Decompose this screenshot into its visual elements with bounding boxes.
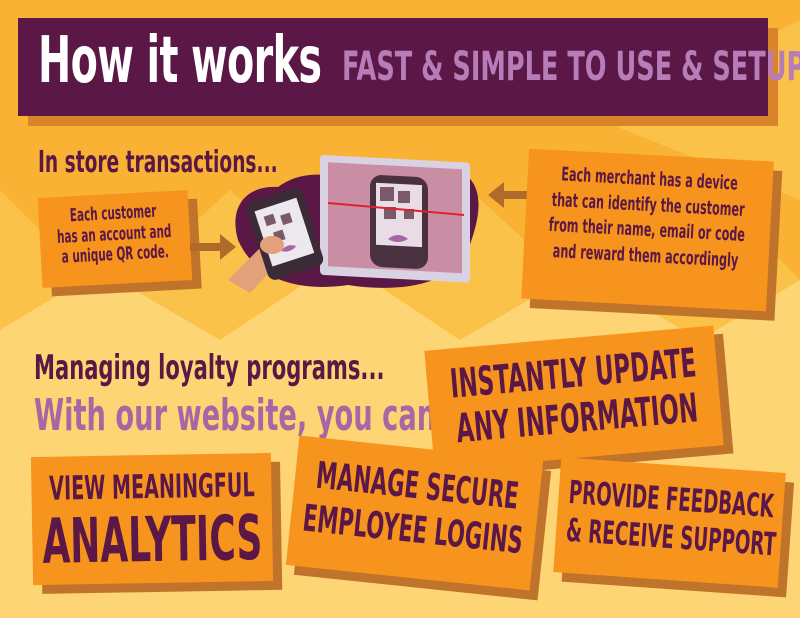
instantly-update-text: INSTANTLY UPDATE ANY INFORMATION [448, 340, 700, 453]
merchant-info-box: Each merchant has a device that can iden… [521, 148, 774, 312]
view-analytics-line2: ANALYTICS [41, 501, 263, 578]
manage-logins-box: MANAGE SECURE EMPLOYEE LOGINS [285, 435, 544, 591]
in-store-heading: In store transactions... [38, 145, 278, 180]
arrow-right-icon [190, 234, 236, 260]
scan-illustration [228, 155, 479, 293]
customer-info-text: Each customer has an account and a uniqu… [56, 200, 172, 269]
feedback-text: PROVIDE FEEDBACK & RECEIVE SUPPORT [564, 472, 778, 564]
view-analytics-box: VIEW MEANINGFUL ANALYTICS [30, 452, 274, 586]
feedback-box: PROVIDE FEEDBACK & RECEIVE SUPPORT [553, 457, 786, 588]
customer-info-box: Each customer has an account and a uniqu… [37, 190, 193, 288]
managing-heading: Managing loyalty programs... [34, 348, 385, 388]
merchant-info-text: Each merchant has a device that can iden… [548, 163, 746, 272]
instantly-update-box: INSTANTLY UPDATE ANY INFORMATION [424, 325, 724, 471]
manage-logins-text: MANAGE SECURE EMPLOYEE LOGINS [300, 453, 525, 562]
title-banner: How it works FAST & SIMPLE TO USE & SETU… [18, 18, 800, 116]
tablet-scanner-icon [320, 155, 470, 283]
arrow-left-icon [488, 182, 534, 208]
page-subtitle: FAST & SIMPLE TO USE & SETUP [342, 44, 800, 90]
website-subheading: With our website, you can: [34, 390, 448, 441]
page-title: How it works [38, 24, 322, 98]
